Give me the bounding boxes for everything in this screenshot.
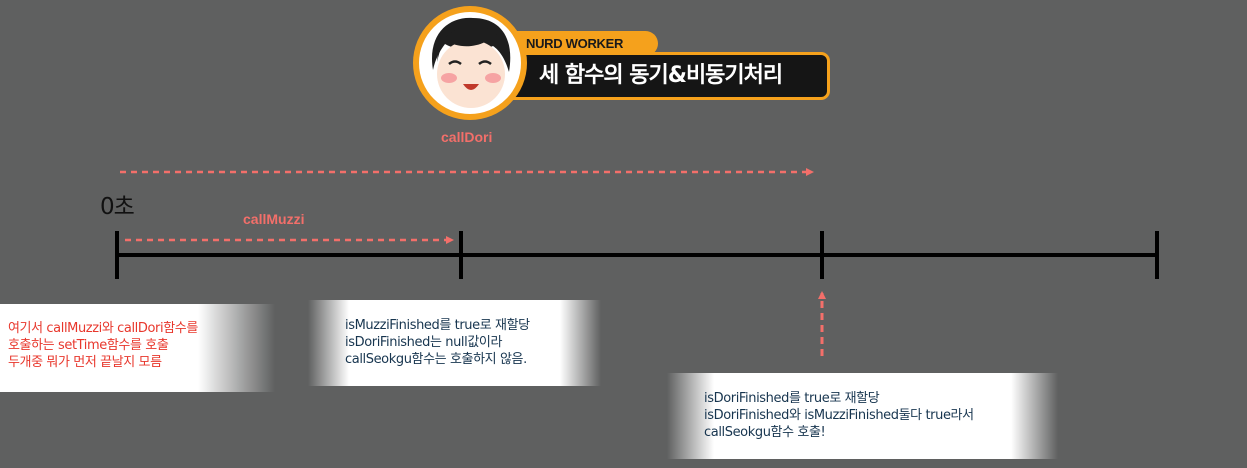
note-right: isDoriFinished를 true로 재할당 isDoriFinished…: [667, 373, 1058, 459]
note-left-line: 호출하는 setTime함수를 호출: [8, 338, 169, 353]
note-middle: isMuzziFinished를 true로 재할당 isDoriFinishe…: [308, 300, 601, 386]
note-right-line: isDoriFinished를 true로 재할당: [704, 391, 880, 406]
note-middle-line: isDoriFinished는 null값이라: [345, 335, 503, 350]
calldori-label: callDori: [441, 129, 493, 145]
note-right-line: callSeokgu함수 호출!: [704, 425, 826, 440]
note-left-line: 두개중 뭐가 먼저 끝날지 모름: [8, 355, 162, 370]
avatar: [413, 6, 527, 120]
note-left: 여기서 callMuzzi와 callDori함수를 호출하는 setTime함…: [0, 304, 275, 392]
note-middle-line: callSeokgu함수는 호출하지 않음.: [345, 352, 527, 367]
title-bar: 세 함수의 동기&비동기처리: [498, 52, 830, 100]
note-left-line: 여기서 callMuzzi와 callDori함수를: [8, 321, 198, 336]
note-right-line: isDoriFinished와 isMuzziFinished둘다 true라서: [704, 408, 974, 423]
callmuzzi-label: callMuzzi: [243, 211, 305, 227]
zero-seconds-label: 0초: [100, 194, 135, 220]
avatar-face: [419, 12, 521, 114]
nurd-worker-tag: NURD WORKER: [510, 31, 658, 56]
note-middle-line: isMuzziFinished를 true로 재할당: [345, 318, 530, 333]
face-icon: [432, 17, 511, 108]
